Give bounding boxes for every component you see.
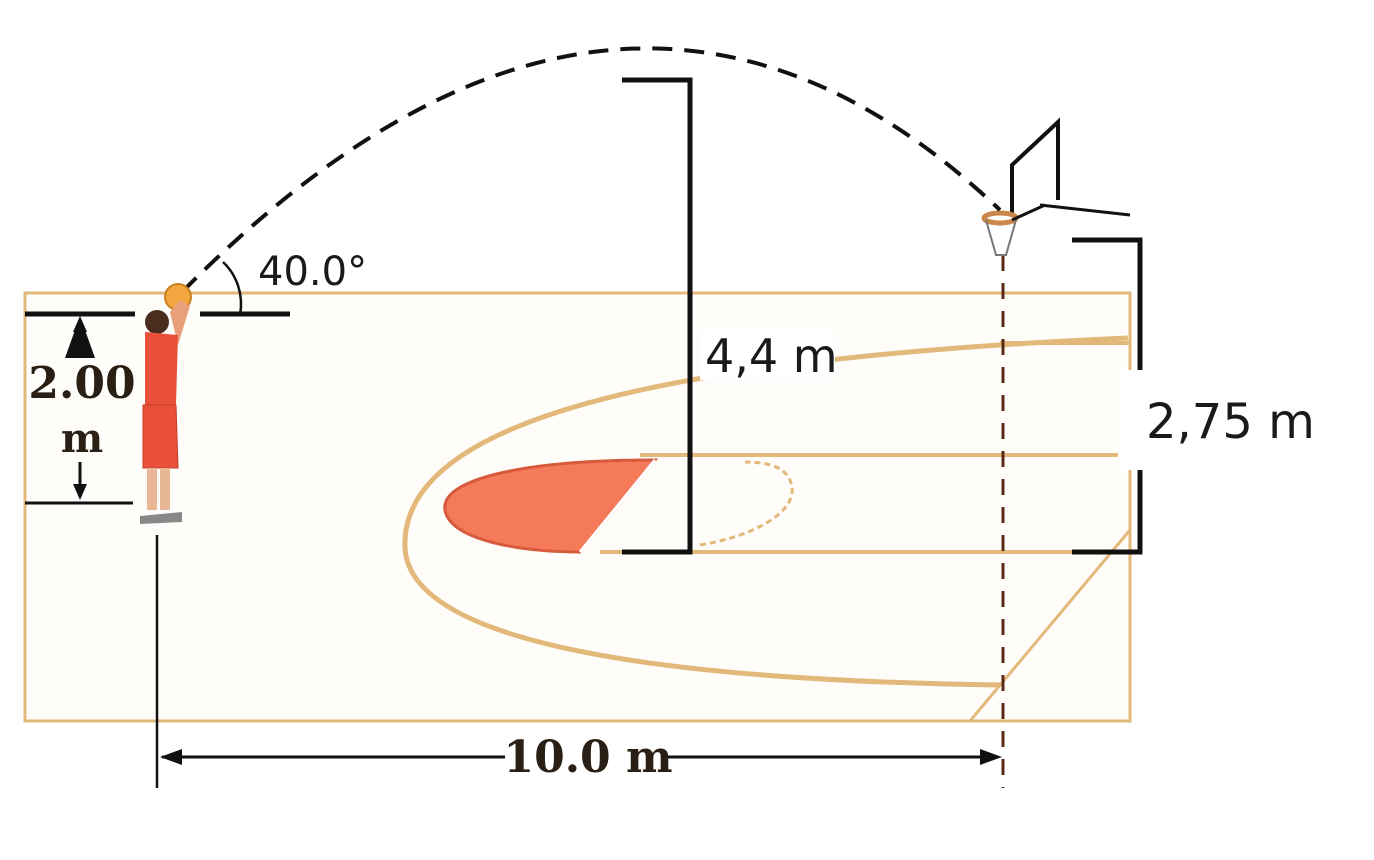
max-height-dimension: 4,4 m — [622, 77, 838, 555]
hoop-height-label: 2,75 m — [1146, 394, 1315, 450]
launch-angle-label: 40.0° — [258, 249, 367, 295]
court — [23, 291, 1132, 723]
horizontal-distance-label: 10.0 m — [503, 732, 672, 783]
launch-height-value: 2.00 — [28, 358, 135, 409]
backboard — [1010, 117, 1060, 215]
paint-area — [443, 458, 659, 554]
hoop-height-dimension: 2,75 m — [1072, 237, 1315, 555]
horizontal-distance-dimension: 10.0 m — [160, 732, 1002, 783]
player-head — [145, 310, 169, 334]
launch-height-unit: m — [61, 415, 103, 462]
player-jersey — [145, 332, 178, 405]
player-shoes — [140, 512, 182, 524]
max-height-label: 4,4 m — [705, 329, 838, 383]
basketball-hoop — [981, 117, 1131, 256]
court-baseline-perspective — [968, 529, 1132, 722]
rim — [981, 210, 1019, 226]
player — [140, 283, 192, 524]
launch-height-dimension: 2.00 m — [25, 311, 290, 505]
ball-trajectory — [180, 46, 1002, 294]
free-throw-circle — [699, 460, 794, 547]
launch-angle-indicator: 40.0° — [222, 249, 367, 316]
net — [985, 219, 1017, 256]
